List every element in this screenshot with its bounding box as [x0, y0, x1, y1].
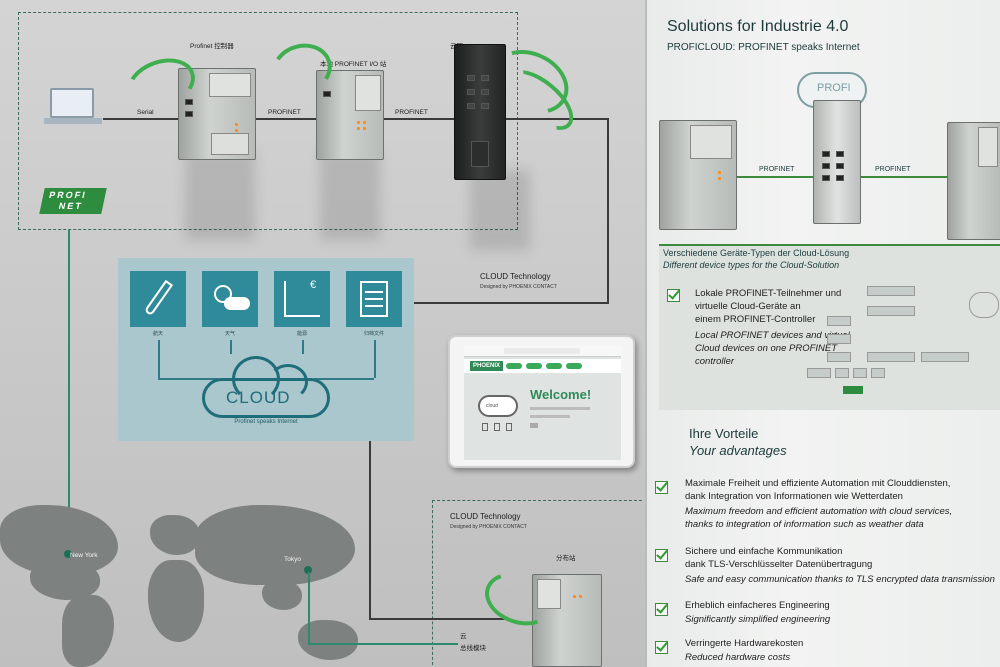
profinet-line-right — [861, 176, 947, 178]
label-new-york: New York — [70, 552, 98, 559]
advantage-2-de-1: Sichere und einfache Kommunikation — [685, 546, 843, 557]
newyork-link — [68, 230, 70, 552]
exhibition-wall: Profinet 控制器 本地 PROFINET I/O 站 云网 Serial… — [0, 0, 645, 667]
tile-label-weather: 天气 — [224, 331, 235, 337]
device-types-de: Verschiedene Geräte-Typen der Cloud-Lösu… — [663, 248, 850, 258]
tablet-device: PHOENIX cloud Welcome! — [448, 335, 635, 468]
advantage-2-en-1: Safe and easy communication thanks to TL… — [685, 574, 995, 585]
device-types-section — [659, 244, 1000, 410]
label-profinet-2: PROFINET — [395, 109, 428, 116]
label-cloud-technology-1: CLOUD Technology — [480, 272, 551, 281]
info-panel: Solutions for Industrie 4.0 PROFICLOUD: … — [645, 0, 1000, 667]
label-designed-by-2: Designed by PHOENIX CONTACT — [450, 524, 527, 530]
feature-de-1: Lokale PROFINET-Teilnehmer und — [695, 288, 842, 299]
label-designed-by-1: Designed by PHOENIX CONTACT — [480, 284, 557, 290]
feature-de-2: virtuelle Cloud-Geräte an — [695, 301, 801, 312]
advantage-1-en-2: thanks to integration of information suc… — [685, 519, 924, 530]
panel-subtitle: PROFICLOUD: PROFINET speaks Internet — [667, 42, 860, 53]
dashed-frame-top — [18, 12, 518, 230]
cloud-services-block: 航天 天气 € 能源 归档文件 — [118, 258, 414, 441]
cloud-caption: Profinet speaks Internet — [234, 419, 298, 425]
label-tokyo: Tokyo — [284, 556, 301, 563]
cloud-link-vertical — [607, 118, 609, 303]
advantage-3-de-1: Erheblich einfacheres Engineering — [685, 600, 830, 611]
chart-euro-icon: € — [274, 271, 330, 327]
check-icon — [655, 603, 668, 616]
cloud-gateway-device — [454, 44, 506, 180]
check-icon — [655, 549, 668, 562]
distributed-station-device — [532, 574, 602, 667]
cloud-link-horizontal — [505, 118, 608, 120]
label-distributed-station: 分布站 — [556, 555, 576, 562]
feature-en-3: controller — [695, 356, 735, 367]
document-icon — [346, 271, 402, 327]
laptop-icon — [44, 88, 102, 128]
feature-en-1: Local PROFINET devices and virtual — [695, 330, 850, 341]
test-tube-icon — [130, 271, 186, 327]
mini-cloud-icon — [478, 395, 518, 417]
label-profinet-controller: Profinet 控制器 — [190, 43, 234, 50]
mini-schematic — [807, 282, 999, 400]
cloud-link-down — [369, 441, 371, 619]
profinet-line-1 — [256, 118, 316, 120]
advantage-1-de-1: Maximale Freiheit und effiziente Automat… — [685, 478, 951, 489]
cloud-icon — [202, 354, 330, 420]
diagram-profinet-right: PROFINET — [875, 166, 911, 173]
label-cloud: 云 — [460, 633, 467, 640]
controller-device-left — [659, 120, 737, 230]
label-local-io: 本地 PROFINET I/O 站 — [320, 61, 387, 68]
check-icon — [655, 641, 668, 654]
profinet-controller-device — [178, 68, 256, 160]
check-icon — [655, 481, 668, 494]
tokyo-link-vertical — [308, 572, 310, 644]
label-bus-module: 总线模块 — [460, 645, 486, 652]
io-device-right — [947, 122, 1000, 240]
tile-label-archive: 归档文件 — [363, 331, 384, 337]
profinet-line-2 — [384, 118, 456, 120]
feature-de-3: einem PROFINET-Controller — [695, 314, 816, 325]
diagram-profinet-left: PROFINET — [759, 166, 795, 173]
tokyo-marker — [304, 566, 312, 574]
label-cloud-technology-2: CLOUD Technology — [450, 512, 521, 521]
tile-label-aerospace: 航天 — [152, 331, 163, 337]
tokyo-link-horizontal — [308, 643, 458, 645]
advantage-3-en-1: Significantly simplified engineering — [685, 614, 831, 625]
profinet-line-left — [737, 176, 813, 178]
check-icon — [667, 289, 680, 302]
cloud-link-bottom — [369, 618, 509, 620]
feature-en-2: Cloud devices on one PROFINET — [695, 343, 838, 354]
dashed-frame-bottom — [432, 500, 642, 667]
advantage-4-en-1: Reduced hardware costs — [685, 652, 791, 663]
panel-title: Solutions for Industrie 4.0 — [667, 18, 849, 35]
label-profinet-1: PROFINET — [268, 109, 301, 116]
switch-device-center — [813, 100, 861, 224]
profinet-logo: PROFI NET — [39, 188, 107, 214]
weather-icon — [202, 271, 258, 327]
advantages-de: Ihre Vorteile — [689, 426, 759, 441]
advantages-en: Your advantages — [689, 443, 787, 458]
welcome-heading: Welcome! — [530, 387, 592, 402]
tablet-screen[interactable]: PHOENIX cloud Welcome! — [464, 345, 621, 460]
tile-label-energy: 能源 — [296, 331, 307, 337]
cloud-word: CLOUD — [226, 388, 291, 407]
newyork-marker — [64, 550, 72, 558]
advantage-4-de-1: Verringerte Hardwarekosten — [685, 638, 804, 649]
advantage-2-de-2: dank TLS-Verschlüsselter Datenübertragun… — [685, 559, 873, 570]
serial-line — [103, 118, 178, 120]
cloud-link-to-block — [414, 302, 609, 304]
advantage-1-en-1: Maximum freedom and efficient automation… — [685, 506, 953, 517]
local-io-device — [316, 70, 384, 160]
device-types-en: Different device types for the Cloud-Sol… — [663, 260, 840, 270]
advantage-1-de-2: dank Integration von Informationen wie W… — [685, 491, 903, 502]
label-serial: Serial — [137, 109, 154, 116]
phoenix-logo: PHOENIX — [470, 361, 504, 371]
